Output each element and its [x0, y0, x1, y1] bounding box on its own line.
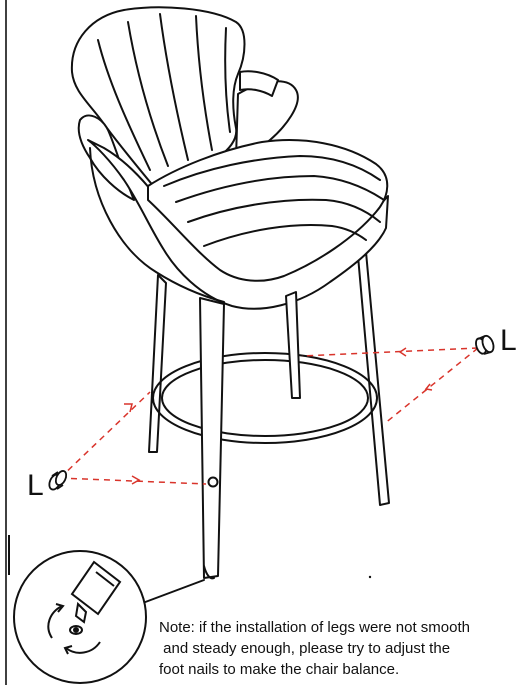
- leg-back-right: [357, 251, 390, 506]
- rotate-arrow-icon: [55, 603, 65, 613]
- guide-arrows: [124, 347, 433, 485]
- bar-stool-drawing: [70, 6, 390, 605]
- foot-nail-detail: [203, 565, 215, 580]
- foot-pad-right: [475, 334, 495, 355]
- rotate-arrow-icon: [63, 645, 73, 655]
- detail-pointer-line: [139, 579, 205, 605]
- backrest-stitch: [224, 27, 231, 133]
- leg-end-detail: [70, 560, 122, 616]
- arrow-head: [398, 347, 407, 357]
- leg-front-right: [285, 291, 301, 399]
- guide-line: [301, 347, 479, 357]
- leg-back-left: [148, 274, 167, 453]
- footrest-ring: [152, 352, 378, 444]
- backrest-stitch: [159, 13, 189, 161]
- guide-line: [59, 391, 151, 479]
- arrow-head: [124, 403, 133, 413]
- arm-right-top: [239, 70, 279, 97]
- arrow-head: [424, 383, 433, 391]
- leg-front-left: [199, 297, 225, 579]
- arrow-head: [131, 475, 141, 485]
- leg-screw-hole: [207, 476, 219, 488]
- rotate-arrow-icon: [65, 641, 101, 654]
- note-line: and steady enough, please try to adjust …: [159, 640, 451, 657]
- foot-nail-icon: [74, 601, 88, 624]
- rotate-arrow-icon: [47, 605, 63, 639]
- guide-lines: [59, 347, 479, 485]
- guide-line: [59, 477, 207, 485]
- seat-stitch: [175, 175, 385, 203]
- seat-stitch: [203, 223, 367, 247]
- seat-stitch: [187, 198, 381, 223]
- backrest-stitch: [127, 21, 169, 167]
- foot-pad-label-left: L: [27, 469, 44, 502]
- foot-pad-left: [48, 470, 68, 491]
- note-line: foot nails to make the chair balance.: [159, 661, 400, 678]
- backrest-stitch: [97, 39, 151, 171]
- guide-line: [383, 347, 479, 425]
- backrest: [70, 6, 246, 195]
- stray-dot: [368, 575, 372, 579]
- shell-edge: [89, 147, 225, 303]
- foot-pad-label-right: L: [500, 324, 517, 357]
- leg-end-edge: [95, 571, 115, 587]
- backrest-stitch: [195, 15, 213, 151]
- installation-note: Note: if the installation of legs were n…: [159, 617, 521, 680]
- detail-magnifier: [13, 550, 147, 684]
- seat-stitch: [163, 155, 381, 187]
- note-line: Note: if the installation of legs were n…: [159, 619, 471, 636]
